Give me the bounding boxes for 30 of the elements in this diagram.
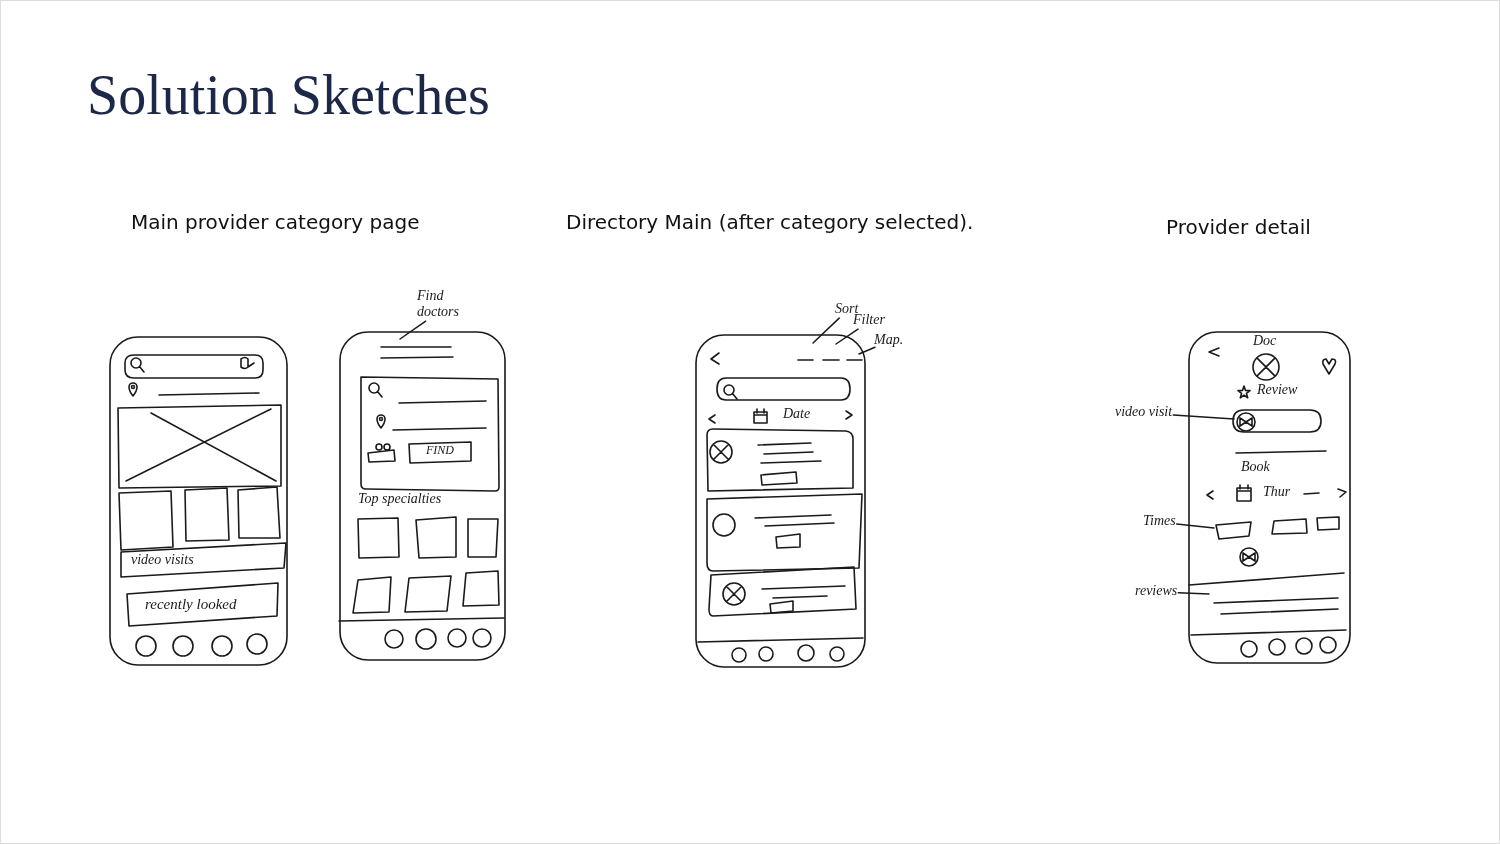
section-banner: video visits — [117, 540, 289, 581]
handwritten-label: Date — [783, 406, 811, 423]
leader-line — [858, 346, 876, 355]
slide-title: Solution Sketches — [87, 65, 490, 127]
handwritten-annotation: video visit — [1115, 404, 1173, 421]
leader-line — [812, 317, 840, 344]
handwritten-label: Doc — [1253, 333, 1277, 350]
leader-line — [399, 320, 427, 340]
leader-line — [1177, 592, 1210, 595]
handwritten-label: Book — [1241, 459, 1270, 476]
handwritten-annotation: reviews — [1135, 583, 1178, 600]
handwritten-annotation: Filter — [853, 312, 885, 329]
handwritten-label: Top specialties — [358, 491, 442, 508]
find-button: FIND — [407, 441, 473, 464]
section-caption: Main provider category page — [131, 210, 420, 234]
handwritten-annotation: Find doctors — [417, 288, 479, 321]
phone-wireframe — [695, 334, 866, 668]
handwritten-label: Thur — [1263, 484, 1291, 501]
leader-line — [835, 328, 859, 345]
phone-wireframe — [339, 331, 506, 661]
leader-line — [1172, 414, 1235, 420]
section-caption: Provider detail — [1166, 215, 1311, 239]
list-section-box: recently looked — [125, 581, 280, 628]
phone-wireframe — [1188, 331, 1351, 664]
leader-line — [1175, 523, 1215, 529]
handwritten-annotation: Times — [1143, 513, 1176, 530]
handwritten-label: Review — [1257, 382, 1298, 399]
section-caption: Directory Main (after category selected). — [566, 210, 974, 234]
handwritten-annotation: Map. — [874, 332, 904, 349]
phone-wireframe — [109, 336, 288, 666]
